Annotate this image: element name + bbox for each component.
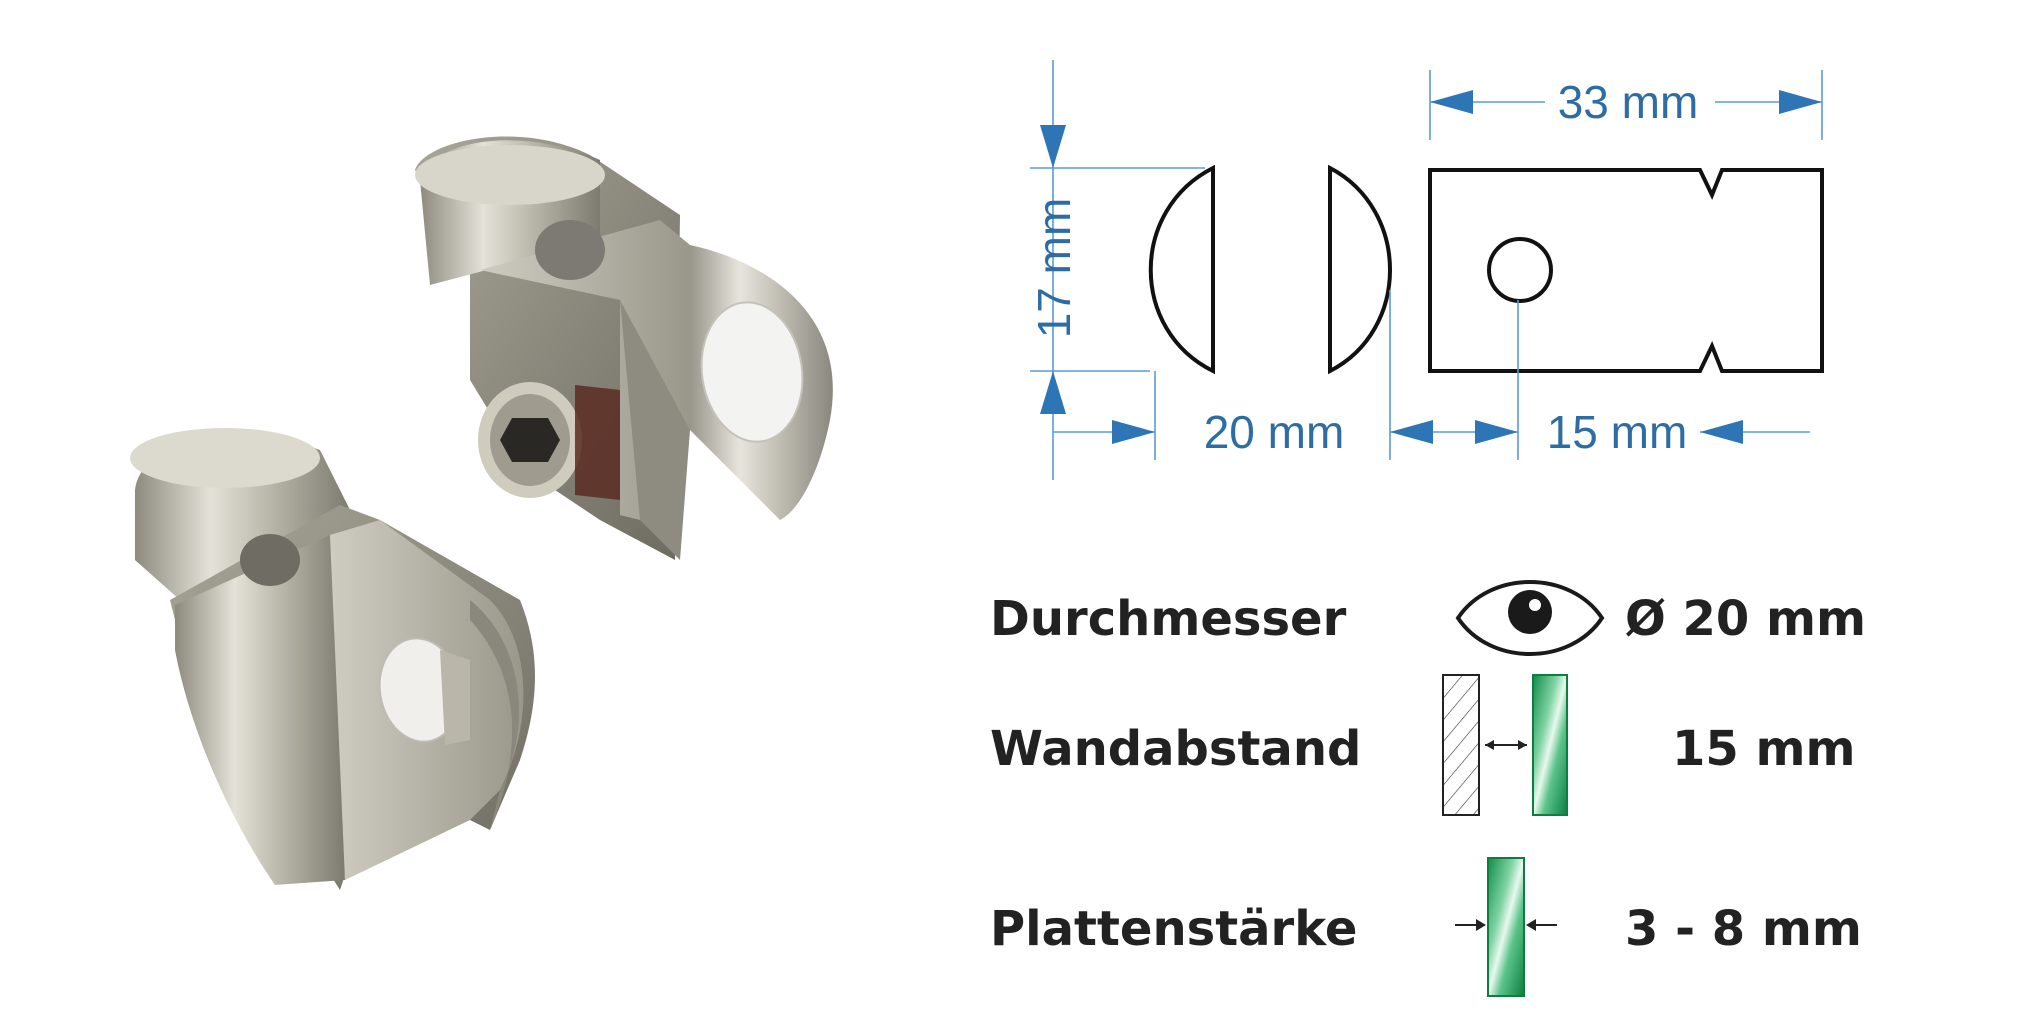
arrow-right bbox=[1779, 90, 1822, 114]
diameter-dim-label: 20 mm bbox=[1204, 406, 1345, 458]
clamp-back bbox=[415, 136, 833, 560]
side-view-right bbox=[1328, 164, 1392, 375]
screw-hole bbox=[1487, 237, 1553, 303]
width-dim-label: 33 mm bbox=[1558, 76, 1699, 128]
spec-value: 3 - 8 mm bbox=[1625, 901, 1862, 957]
set-screw bbox=[478, 382, 620, 500]
spec-label: Wandabstand bbox=[990, 721, 1361, 777]
arrow-left-3 bbox=[1700, 420, 1743, 444]
height-dim-label: 17 mm bbox=[1028, 198, 1080, 339]
arrow-right-2 bbox=[1112, 420, 1155, 444]
spec-value: 15 mm bbox=[1672, 721, 1856, 777]
clamp-front bbox=[130, 428, 535, 890]
side-view-left bbox=[1148, 164, 1215, 375]
spec-label: Durchmesser bbox=[990, 591, 1347, 647]
plate-thickness-icon bbox=[1455, 857, 1557, 997]
product-photo bbox=[130, 136, 833, 890]
spec-row: Plattenstärke 3 - 8 mm bbox=[990, 857, 1862, 997]
wall-distance-icon bbox=[1442, 674, 1568, 816]
spec-label: Plattenstärke bbox=[990, 901, 1357, 957]
offset-dim-label: 15 mm bbox=[1547, 406, 1688, 458]
spec-table: Durchmesser Ø 20 mm Wandabstand 15 mm Pl… bbox=[990, 580, 1866, 997]
arrow-left-2 bbox=[1390, 420, 1433, 444]
arrow-down bbox=[1040, 125, 1066, 168]
spec-row: Wandabstand 15 mm bbox=[990, 674, 1856, 816]
arrow-right-3 bbox=[1475, 420, 1518, 444]
technical-drawing: 17 mm 33 mm 20 mm 15 mm bbox=[1028, 60, 1824, 480]
arrow-up bbox=[1040, 371, 1066, 414]
top-view-body bbox=[1428, 168, 1824, 373]
spec-row: Durchmesser Ø 20 mm bbox=[990, 580, 1866, 656]
spec-value: Ø 20 mm bbox=[1625, 591, 1866, 647]
eye-icon bbox=[1455, 580, 1605, 656]
arrow-left bbox=[1430, 90, 1473, 114]
